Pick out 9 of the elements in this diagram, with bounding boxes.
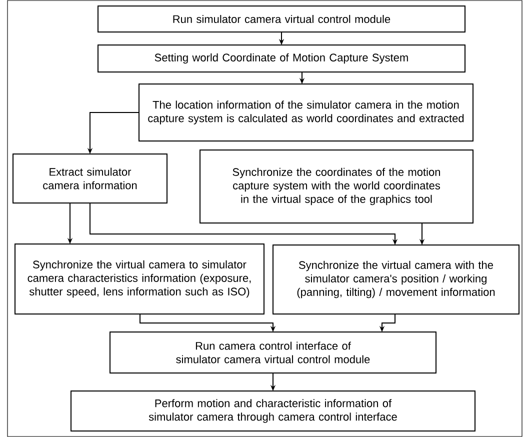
process-box: Setting world Coordinate of Motion Capture System	[98, 44, 466, 72]
process-box: Run camera control interface of simulator camera virtual control module	[110, 332, 436, 374]
process-box: Perform motion and characteristic information of simulator camera through camera control interface	[70, 390, 476, 432]
process-box: Synchronize the virtual camera to simulator camera characteristics information (exposure, shutter speed, lens information such as ISO)	[14, 244, 264, 314]
process-box: The location information of the simulator camera in the motion capture system is calculated as world coordinates and extracted	[138, 84, 474, 142]
process-box: Run simulator camera virtual control module	[98, 6, 466, 32]
process-box: Extract simulator camera information	[12, 154, 168, 204]
process-box: Synchronize the virtual camera with the simulator camera's position / working (panning, tilting) / movement information	[272, 244, 520, 314]
process-box: Synchronize the coordinates of the motion capture system with the world coordinates in the virtual space of the graphics tool	[200, 150, 474, 224]
